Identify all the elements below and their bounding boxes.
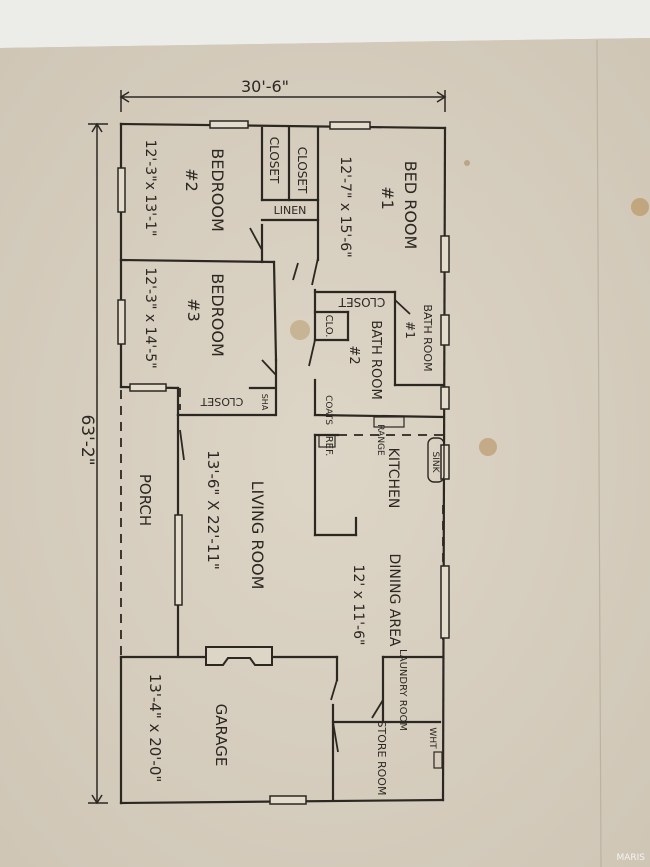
kitchen: COATS RANGE REF. SINK KITCHEN (323, 395, 440, 508)
fireplace (205, 646, 273, 666)
living-size: 13'-6" X 22'-11" (204, 450, 222, 570)
closet-mid-label: CLOSET (338, 295, 385, 309)
bedroom-1-size: 12'-7" x 15'-6" (337, 156, 353, 257)
closet-bed3-label: CLOSET (200, 395, 243, 408)
stain (464, 160, 470, 166)
dining-size: 12' x 11'-6" (350, 565, 366, 646)
hall-closets: CLOSET CLO. (323, 295, 385, 337)
porch: PORCH (136, 474, 154, 526)
bedroom-3-closet: CLOSET SHA (200, 394, 269, 411)
store-room: WHT STORE ROOM (375, 721, 437, 796)
closet-a-label: CLOSET (267, 137, 281, 184)
upper-closets: CLOSET CLOSET LINEN (267, 137, 309, 217)
doors (179, 227, 445, 769)
dining-area: DINING AREA 12' x 11'-6" (350, 553, 402, 646)
garage: 13'-4" x 20'-0" GARAGE (146, 674, 230, 783)
ref-label: REF. (323, 436, 334, 457)
watermark: MARIS (616, 853, 645, 863)
bedroom-3-name: BEDROOM (208, 273, 227, 357)
bedroom-3: BEDROOM #3 12'-3" x 14'-5" (142, 267, 227, 368)
kitchen-name: KITCHEN (385, 448, 401, 509)
bath-1-number: #1 (403, 321, 417, 339)
bath-2-number: #2 (346, 345, 361, 364)
bathroom-1: BATH ROOM #1 (403, 304, 434, 371)
depth-dimension (88, 122, 108, 805)
bedroom-1-name: BED ROOM (401, 161, 420, 250)
bedroom-1-number: #1 (378, 186, 397, 210)
windows (117, 120, 450, 805)
bedroom-2-size: 12'-3"x 13'-1" (142, 140, 158, 237)
bathroom-2: BATH ROOM #2 (346, 320, 383, 399)
range-label: RANGE (375, 424, 385, 456)
stain (290, 320, 310, 340)
clo-label: CLO. (323, 315, 334, 338)
bath-2-name: BATH ROOM (368, 320, 383, 399)
bedroom-3-number: #3 (184, 298, 203, 322)
depth-dimension-label: 63'-2" (77, 414, 97, 465)
living-name: LIVING ROOM (248, 481, 267, 590)
sha-label: SHA (260, 394, 269, 411)
linen-label: LINEN (274, 204, 307, 217)
stain (631, 198, 649, 216)
dining-name: DINING AREA (386, 553, 402, 646)
garage-name: GARAGE (212, 704, 230, 767)
closet-b-label: CLOSET (295, 147, 309, 194)
bedroom-2-name: BEDROOM (208, 148, 227, 232)
bedroom-3-size: 12'-3" x 14'-5" (142, 267, 158, 368)
top-sheet (0, 0, 650, 48)
bedroom-2-number: #2 (182, 168, 201, 192)
width-dimension (119, 90, 447, 112)
living-room: 13'-6" X 22'-11" LIVING ROOM (204, 450, 267, 589)
coats-label: COATS (323, 395, 333, 425)
paper-fold (596, 39, 602, 867)
garage-size: 13'-4" x 20'-0" (146, 674, 164, 783)
bedroom-2: BEDROOM #2 12'-3"x 13'-1" (142, 140, 227, 237)
width-dimension-label: 30'-6" (241, 77, 289, 96)
laundry-name: LAUNDRY ROOM (397, 649, 408, 731)
porch-name: PORCH (136, 474, 154, 526)
bedroom-1: BED ROOM #1 12'-7" x 15'-6" (337, 156, 420, 257)
sink-label: SINK (430, 451, 440, 473)
store-name: STORE ROOM (375, 721, 388, 796)
paper-sheet (0, 38, 650, 867)
stain (479, 438, 497, 456)
laundry-room: LAUNDRY ROOM (397, 649, 408, 731)
wh-label: WHT (427, 727, 437, 749)
bath-1-name: BATH ROOM (421, 304, 434, 371)
